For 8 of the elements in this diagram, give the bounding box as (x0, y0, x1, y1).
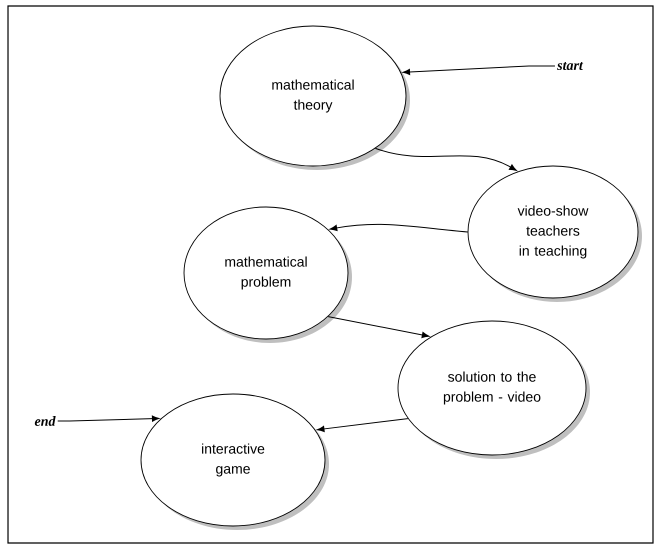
arrow (57, 416, 160, 422)
arrow (374, 148, 517, 171)
endpoint-label: start (557, 62, 584, 70)
arrow (402, 66, 556, 76)
arrow (316, 418, 408, 432)
arrow (330, 224, 468, 232)
endpoint-label: end (34, 416, 56, 426)
arrow (328, 316, 430, 338)
